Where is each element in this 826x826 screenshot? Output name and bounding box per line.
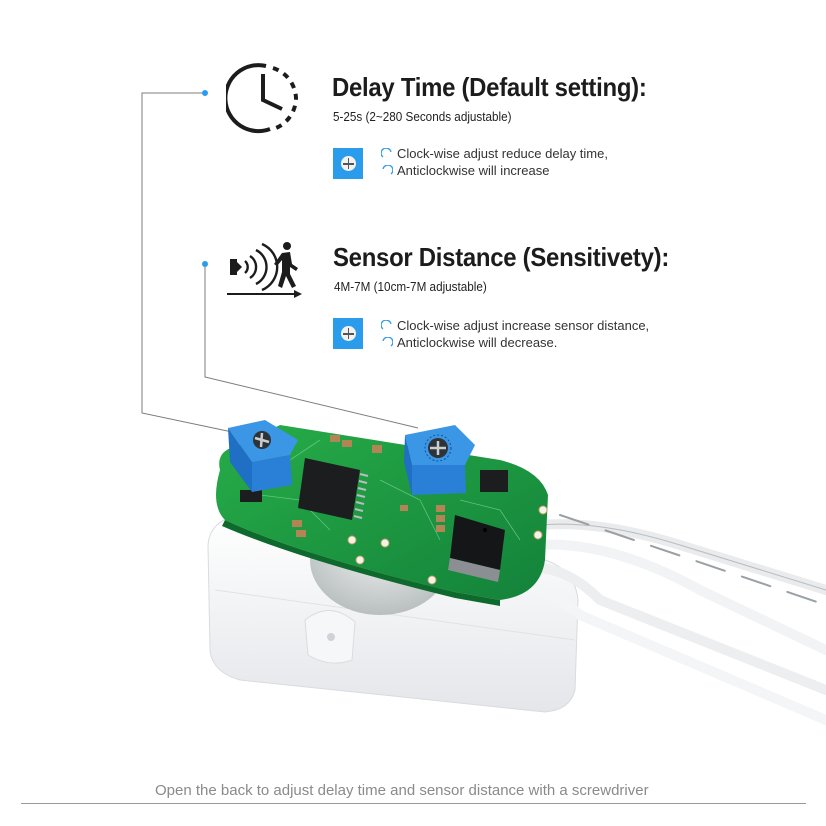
- anticlockwise-icon: [382, 164, 393, 175]
- screw-plus-icon: [333, 318, 363, 349]
- delay-subtitle: 5-25s (2~280 Seconds adjustable): [333, 109, 512, 124]
- footer-divider: [21, 803, 806, 804]
- distance-title: Sensor Distance (Sensitivety):: [333, 242, 670, 272]
- clock-icon: [226, 63, 299, 134]
- delay-note-clockwise: Clock-wise adjust reduce delay time,: [397, 146, 608, 161]
- distance-subtitle: 4M-7M (10cm-7M adjustable): [334, 279, 487, 294]
- distance-note-anticlockwise: Anticlockwise will decrease.: [397, 335, 558, 350]
- anticlockwise-icon: [382, 336, 393, 347]
- delay-notes: Clock-wise adjust reduce delay time, Ant…: [381, 145, 608, 179]
- motion-sensor-person-icon: [227, 242, 302, 298]
- connector-dot-delay: [202, 90, 208, 96]
- delay-title: Delay Time (Default setting):: [332, 72, 647, 102]
- connector-dot-distance: [202, 261, 208, 267]
- delay-potentiometer: [228, 420, 298, 492]
- clockwise-icon: [381, 147, 392, 158]
- distance-notes: Clock-wise adjust increase sensor distan…: [381, 317, 649, 351]
- distance-potentiometer: [404, 425, 475, 495]
- clockwise-icon: [381, 319, 392, 330]
- delay-note-anticlockwise: Anticlockwise will increase: [397, 163, 550, 178]
- distance-note-clockwise: Clock-wise adjust increase sensor distan…: [397, 318, 650, 333]
- footer-caption: Open the back to adjust delay time and s…: [155, 782, 649, 799]
- screw-plus-icon: [333, 148, 363, 179]
